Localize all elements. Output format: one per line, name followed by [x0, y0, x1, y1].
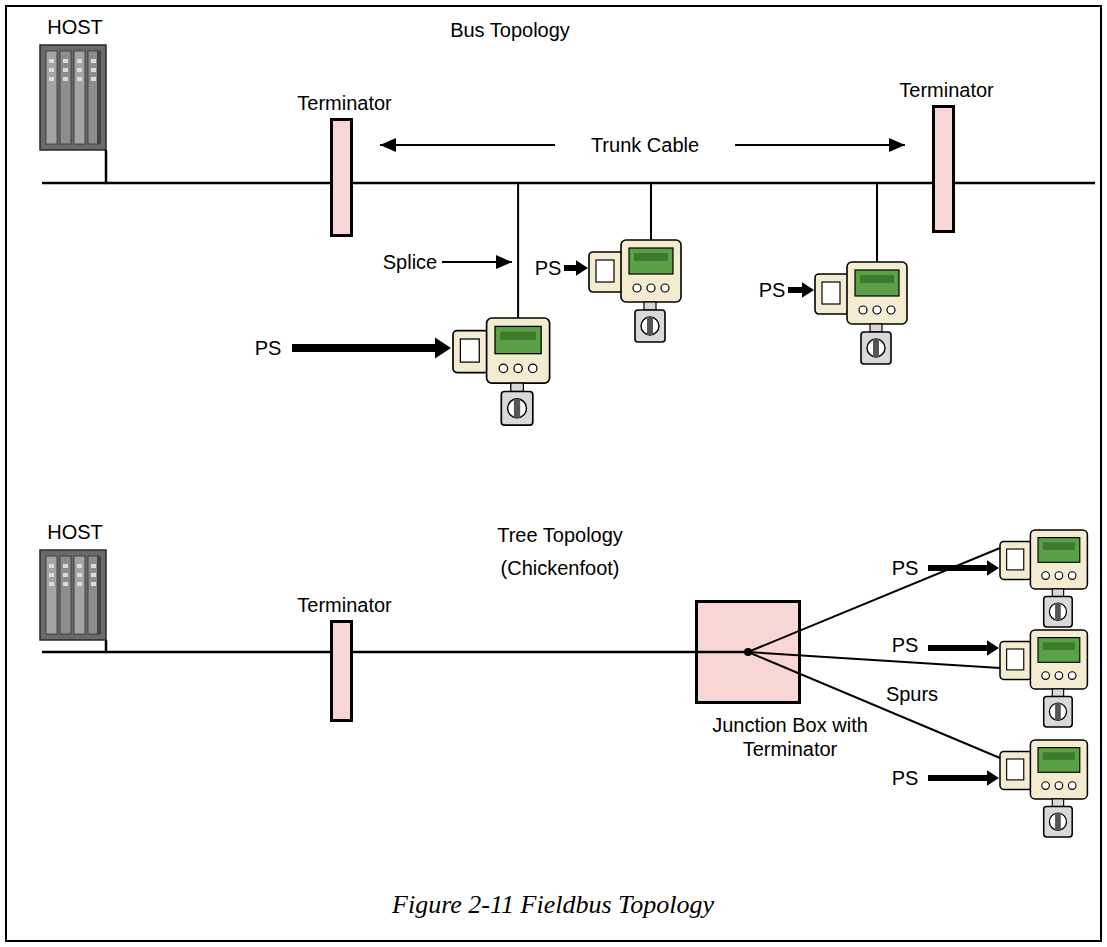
- spur-cable: [517, 183, 519, 318]
- trunk-cable: [106, 150, 330, 183]
- cable-label: Trunk Cable: [589, 133, 701, 157]
- spur-wiring: [695, 600, 801, 704]
- power-arrow: [928, 770, 999, 786]
- splice-leader-head: [496, 255, 512, 269]
- terminator: Terminator: [330, 620, 353, 722]
- trunk-extent-arrow: [735, 144, 905, 146]
- trunk-cable: [353, 182, 932, 185]
- terminator-label: Terminator: [297, 91, 391, 115]
- spur-label: Spurs: [884, 682, 940, 706]
- spur-cable: [748, 548, 1000, 652]
- spur-cable: [650, 183, 652, 240]
- transmitter-device: [1000, 530, 1087, 627]
- transmitter-device: [815, 262, 907, 364]
- power-supply-label: PS: [890, 633, 921, 657]
- trunk-extent-arrow-head: [380, 138, 396, 152]
- power-supply-label: PS: [253, 336, 284, 360]
- host-cabinet: [40, 550, 106, 640]
- power-arrow: [564, 260, 588, 276]
- section-title: Tree Topology: [495, 523, 625, 547]
- power-supply-label: PS: [757, 278, 788, 302]
- section-subtitle: (Chickenfoot): [499, 556, 622, 580]
- transmitter-device: [1000, 740, 1087, 837]
- power-arrow: [928, 640, 999, 656]
- junction-label: Junction Box with Terminator: [692, 713, 888, 761]
- trunk-cable: [42, 651, 106, 654]
- terminator: Terminator: [932, 105, 955, 233]
- power-supply-label: PS: [890, 766, 921, 790]
- trunk-extent-arrow: [380, 144, 555, 146]
- host-label: HOST: [47, 520, 103, 544]
- junction-box: Junction Box with Terminator: [695, 600, 801, 704]
- spur-node: [744, 648, 752, 656]
- section-title: Bus Topology: [448, 18, 572, 42]
- terminator: Terminator: [330, 118, 353, 237]
- host-label: HOST: [47, 15, 103, 39]
- transmitter-device: [453, 318, 550, 425]
- transmitter-device: [1000, 630, 1087, 727]
- terminator-label: Terminator: [297, 593, 391, 617]
- trunk-cable: [42, 182, 106, 185]
- power-supply-label: PS: [533, 256, 564, 280]
- figure-caption: Figure 2-11 Fieldbus Topology: [392, 890, 714, 920]
- trunk-cable: [955, 182, 1095, 185]
- host-cabinet: [40, 45, 106, 150]
- trunk-extent-arrow-head: [889, 138, 905, 152]
- trunk-cable: [106, 640, 330, 652]
- figure-frame: [6, 6, 1101, 941]
- spur-cable: [748, 652, 1000, 668]
- terminator-label: Terminator: [899, 78, 993, 102]
- host-computer: HOST: [40, 550, 110, 640]
- trunk-cable: [695, 651, 748, 654]
- trunk-cable: [353, 651, 695, 654]
- callout-label: Splice: [381, 250, 439, 274]
- power-arrow: [292, 338, 451, 359]
- power-arrow: [788, 282, 814, 298]
- host-computer: HOST: [40, 45, 110, 150]
- spur-cable: [876, 183, 878, 262]
- transmitter-device: [589, 240, 681, 342]
- power-supply-label: PS: [890, 556, 921, 580]
